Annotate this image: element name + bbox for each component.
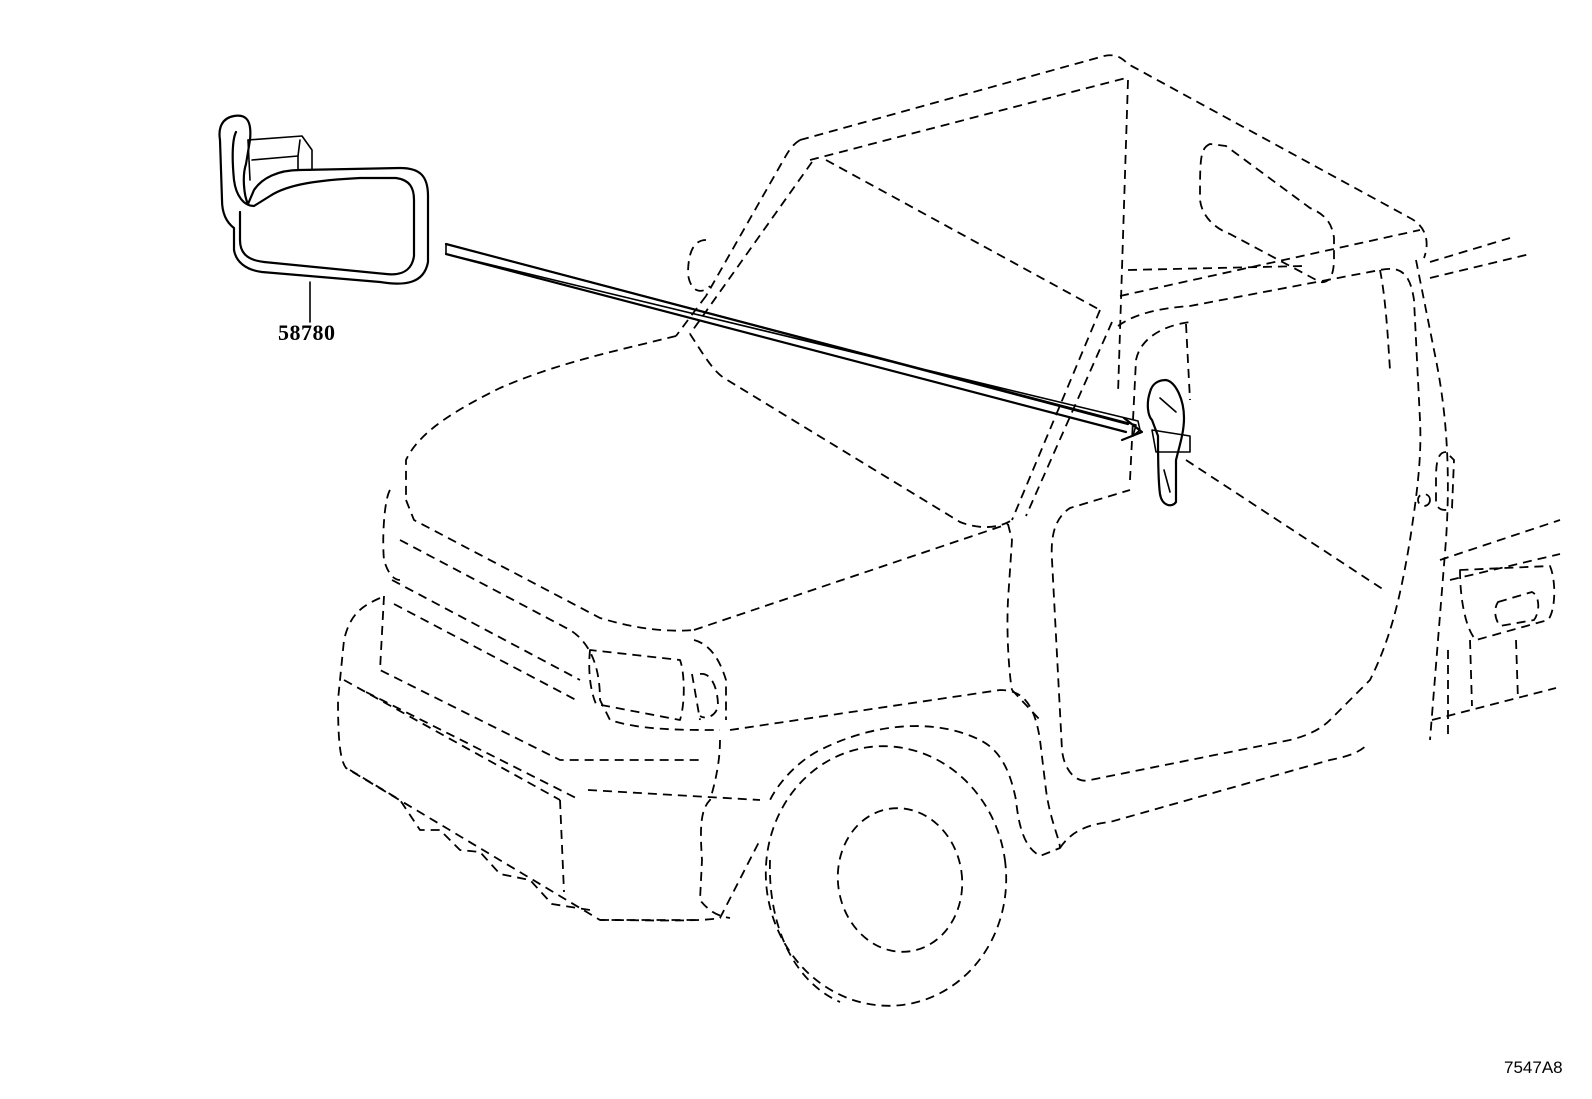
location-arrow xyxy=(444,242,1144,442)
assist-grip-part-drawing xyxy=(218,114,430,323)
part-number-label: 58780 xyxy=(278,320,336,345)
installed-grip-location xyxy=(1146,378,1191,507)
diagram-code: 7547A8 xyxy=(1504,1058,1563,1077)
vehicle-outline xyxy=(337,54,1561,1007)
